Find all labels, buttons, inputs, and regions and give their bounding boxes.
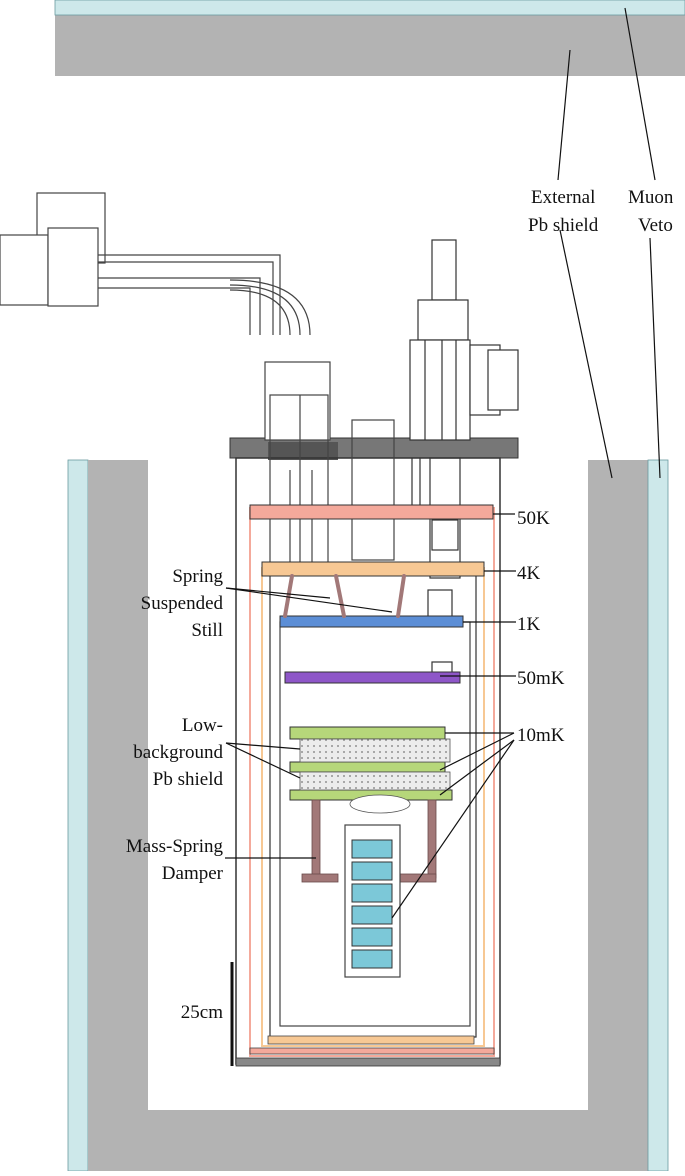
top-muon-veto [54,0,685,16]
right-muon-veto [647,459,669,1172]
plate-10mk-mid [289,761,446,773]
label-spring-2: Suspended [141,593,224,614]
top-shield [54,0,685,76]
label-muon-veto-1: Muon [628,187,674,208]
bottom-pb-shield [148,1110,648,1171]
bottom-plates [235,1035,501,1067]
right-pb-shield [588,460,648,1171]
top-pb-shield [55,14,685,76]
label-lowbg-1: Low- [182,715,223,736]
label-spring-3: Still [191,620,223,641]
central-pumping-tubes [264,361,395,566]
label-lowbg-2: background [133,742,223,763]
label-1k: 1K [517,614,541,635]
plate-50mk [284,671,461,684]
label-muon-veto-2: Veto [638,215,673,236]
top-flange [229,437,519,460]
spring-icon [283,574,406,618]
low-background-pb-shield [299,738,451,791]
plate-10mk-top [289,726,446,740]
label-external-pb-1: External [531,187,595,208]
label-10mk: 10mK [517,725,565,746]
label-damper-2: Damper [162,863,224,884]
plate-50k [249,504,494,520]
label-4k: 4K [517,563,541,584]
plate-4k [261,561,485,577]
insert-column [409,239,519,677]
left-muon-veto [67,459,89,1172]
plate-1k [279,615,464,628]
label-50mk: 50mK [517,668,565,689]
label-scale-bar: 25cm [181,1002,223,1023]
text-labels: External Pb shield Muon Veto 50K 4K 1K 5… [126,187,674,1023]
pulse-tube-cooler-icon [0,192,311,336]
label-spring-1: Spring [172,566,223,587]
lower-shield [67,459,669,1172]
label-50k: 50K [517,508,550,529]
detector-tower-icon [344,824,401,978]
label-external-pb-2: Pb shield [528,215,599,236]
leader-lines [225,7,661,919]
label-lowbg-3: Pb shield [153,769,224,790]
left-pb-shield [88,460,148,1171]
label-damper-1: Mass-Spring [126,836,224,857]
